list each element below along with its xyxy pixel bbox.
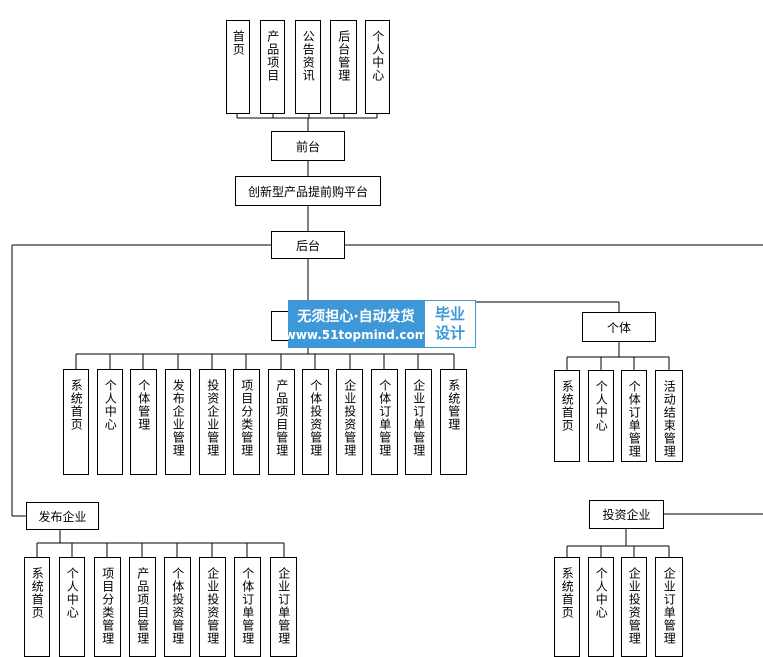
node-label: 发布企业 [38, 509, 87, 524]
node-label: 企业订单管理 [662, 567, 677, 645]
node-label: 投资企业管理 [205, 379, 220, 457]
node-label: 个人中心 [594, 567, 609, 619]
node-label: 产品项目管理 [135, 567, 150, 645]
node-label: 创新型产品提前购平台 [247, 184, 368, 199]
node-investor-item: 系统首页 [554, 557, 580, 657]
node-label: 个体 [606, 320, 631, 335]
node-publisher-item: 个人中心 [59, 557, 85, 657]
node-admin-item: 发布企业管理 [165, 369, 191, 475]
node-admin-item: 产品项目管理 [268, 369, 295, 475]
node-individual-item: 个体订单管理 [621, 370, 647, 462]
node-label: 系统管理 [446, 379, 461, 431]
node-product-items: 产品项目 [260, 20, 285, 114]
watermark-url: www.51topmind.com [284, 328, 428, 342]
node-label: 首页 [231, 30, 246, 56]
watermark-slogan: 无须担心·自动发货 [297, 309, 415, 325]
node-publisher-item: 项目分类管理 [94, 557, 121, 657]
node-individual-item: 系统首页 [554, 370, 580, 462]
node-publisher-item: 企业投资管理 [199, 557, 226, 657]
node-investor-item: 企业订单管理 [655, 557, 683, 657]
node-admin-item: 个体管理 [130, 369, 157, 475]
node-admin-item: 投资企业管理 [199, 369, 226, 475]
node-publisher-item: 企业订单管理 [270, 557, 297, 657]
watermark-badge-line2: 设计 [434, 324, 465, 342]
node-platform: 创新型产品提前购平台 [235, 176, 381, 206]
node-admin-item: 个体订单管理 [371, 369, 398, 475]
node-publisher-item: 个体投资管理 [164, 557, 191, 657]
node-label: 个体订单管理 [377, 379, 392, 457]
node-label: 个人中心 [103, 379, 118, 431]
node-investor-item: 个人中心 [588, 557, 614, 657]
node-label: 产品项目 [265, 30, 280, 82]
node-label: 产品项目管理 [274, 379, 289, 457]
node-admin-item: 项目分类管理 [233, 369, 260, 475]
node-label: 后台管理 [336, 30, 351, 82]
node-label: 个人中心 [65, 567, 80, 619]
node-announcements: 公告资讯 [295, 20, 321, 114]
node-label: 个体投资管理 [308, 379, 323, 457]
node-label: 公告资讯 [301, 30, 316, 82]
node-admin-item: 个体投资管理 [302, 369, 329, 475]
node-publishing-company: 发布企业 [26, 502, 99, 530]
node-publisher-item: 系统首页 [24, 557, 50, 657]
node-label: 后台 [295, 238, 320, 253]
watermark-badge-line1: 毕业 [434, 305, 465, 323]
node-individual-item: 个人中心 [588, 370, 614, 462]
node-admin-item: 企业订单管理 [405, 369, 432, 475]
node-publisher-item: 产品项目管理 [129, 557, 156, 657]
node-label: 个体订单管理 [627, 380, 642, 458]
node-label: 活动结束管理 [662, 380, 677, 458]
watermark-banner: 无须担心·自动发货 www.51topmind.com [285, 300, 427, 348]
node-label: 系统首页 [560, 380, 575, 432]
node-label: 系统首页 [30, 567, 45, 619]
node-personal-center: 个人中心 [365, 20, 390, 114]
watermark: 无须担心·自动发货 www.51topmind.com 毕业 设计 [285, 300, 476, 348]
node-label: 企业投资管理 [205, 567, 220, 645]
node-label: 系统首页 [560, 567, 575, 619]
node-individual-item: 活动结束管理 [655, 370, 683, 462]
node-investing-company: 投资企业 [589, 500, 664, 529]
node-admin-item: 个人中心 [97, 369, 123, 475]
node-admin-item: 系统管理 [440, 369, 467, 475]
node-admin-management: 后台管理 [330, 20, 357, 114]
node-admin-item: 企业投资管理 [336, 369, 363, 475]
node-label: 前台 [295, 139, 320, 154]
node-backend: 后台 [271, 231, 345, 259]
node-frontend: 前台 [271, 131, 345, 161]
node-label: 企业订单管理 [276, 567, 291, 645]
node-admin-item: 系统首页 [63, 369, 89, 475]
node-publisher-item: 个体订单管理 [234, 557, 261, 657]
node-label: 企业订单管理 [411, 379, 426, 457]
node-label: 企业投资管理 [342, 379, 357, 457]
node-individual: 个体 [582, 312, 656, 342]
node-label: 个体订单管理 [240, 567, 255, 645]
node-home: 首页 [226, 20, 250, 114]
node-label: 系统首页 [69, 379, 84, 431]
node-label: 发布企业管理 [171, 379, 186, 457]
node-label: 企业投资管理 [627, 567, 642, 645]
node-label: 个体管理 [136, 379, 151, 431]
node-investor-item: 企业投资管理 [621, 557, 647, 657]
node-label: 项目分类管理 [239, 379, 254, 457]
node-label: 项目分类管理 [100, 567, 115, 645]
watermark-badge: 毕业 设计 [424, 300, 476, 348]
node-label: 个人中心 [594, 380, 609, 432]
node-label: 个人中心 [370, 30, 385, 82]
node-label: 个体投资管理 [170, 567, 185, 645]
node-label: 投资企业 [602, 508, 651, 522]
